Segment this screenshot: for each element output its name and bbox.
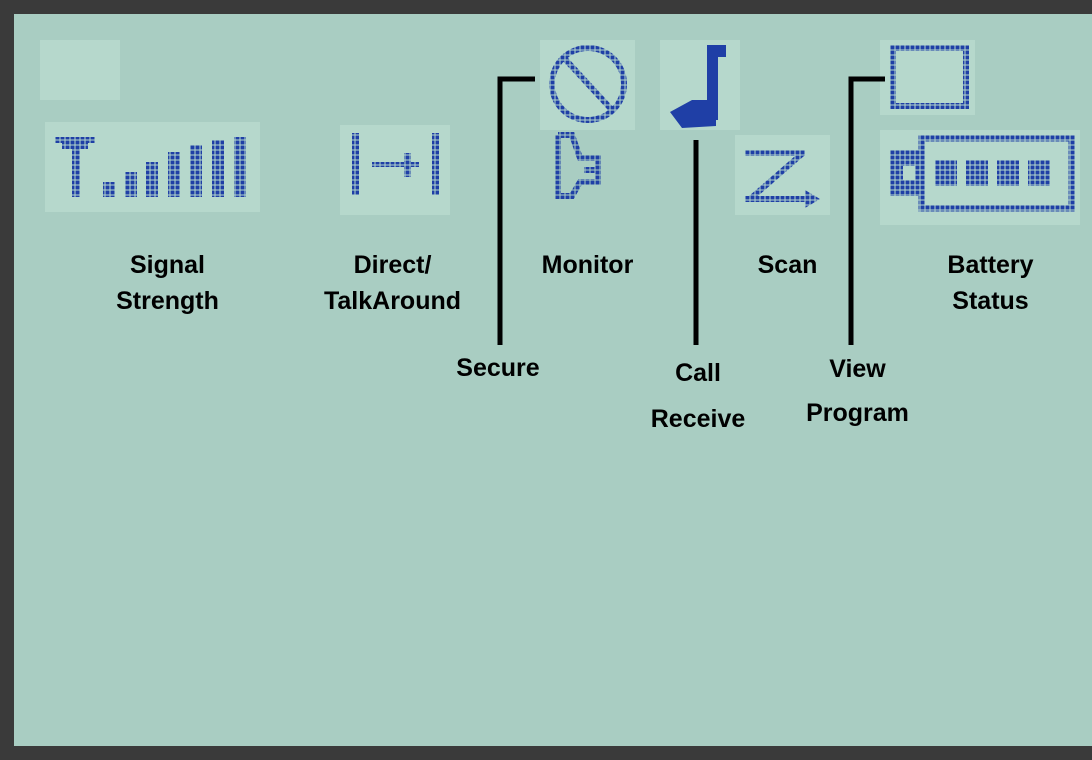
direct-talkaround-label: Direct/TalkAround [323,251,462,315]
secure-leader-line [497,76,535,345]
secure-icon [549,45,627,123]
monitor-label: Monitor [541,251,634,279]
leader-lines [497,76,885,345]
battery-status-icon [890,134,1076,212]
scan-label: Scan [757,251,818,279]
view-program-leader-line [848,76,885,345]
view-program-icon [890,45,969,109]
scan-icon [745,150,820,208]
monitor-icon [555,132,601,199]
signal-strength-icon [55,137,246,197]
call-receive-icon [670,45,726,128]
secure-label: Secure [456,354,540,382]
direct-talkaround-icon [352,133,439,195]
